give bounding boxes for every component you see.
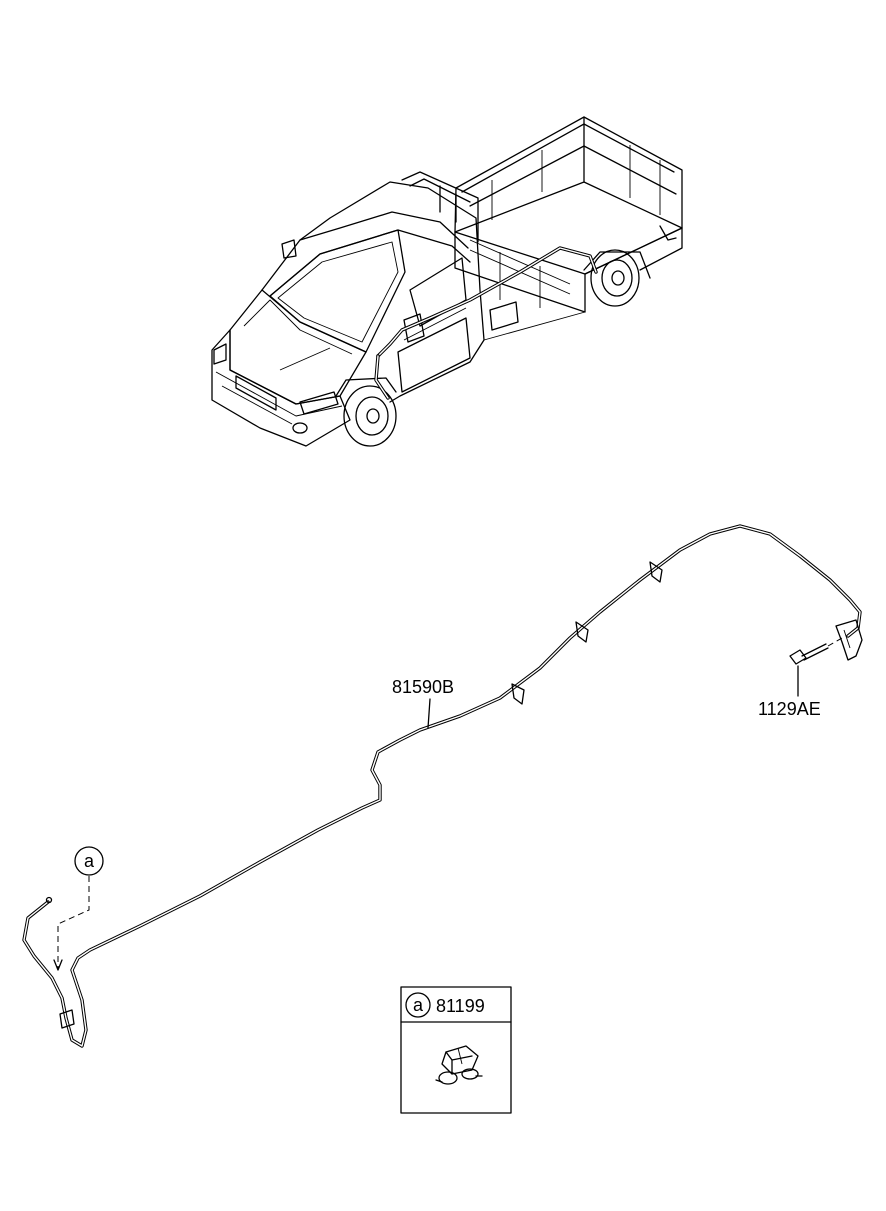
hose-part-label: 81590B: [392, 677, 454, 697]
truck-hose-route: [376, 246, 598, 358]
bolt-1129AE: [789, 637, 843, 665]
hose-leader-line: [427, 698, 431, 729]
cab-body: [211, 181, 485, 447]
truck-illustration: [211, 116, 683, 447]
hose-clip: [649, 561, 663, 583]
chassis: [483, 301, 586, 341]
detail-ref-letter: a: [413, 995, 424, 1015]
detail-ref-circle: [405, 992, 431, 1018]
ref-leader-dashed: [57, 876, 90, 968]
hose-clip: [511, 683, 525, 705]
bolt-part-label: 1129AE: [758, 699, 821, 719]
hose-clip: [59, 1009, 75, 1029]
detail-box: a 81199: [400, 986, 512, 1114]
detail-part-number: 81199: [436, 996, 485, 1016]
hose-clip: [575, 621, 589, 643]
ref-marker-a: a: [74, 846, 104, 876]
hose-end-fitting: [45, 896, 53, 904]
hose-assembly-81590B: [22, 524, 863, 1048]
clip-81199-icon: [435, 1045, 483, 1085]
front-wheel: [335, 377, 397, 447]
ref-arrow: [53, 959, 63, 971]
roll-bar: [401, 171, 479, 243]
cargo-bed: [454, 116, 683, 313]
ref-marker-letter: a: [84, 851, 95, 871]
hose-mounting-bracket: [835, 619, 863, 661]
